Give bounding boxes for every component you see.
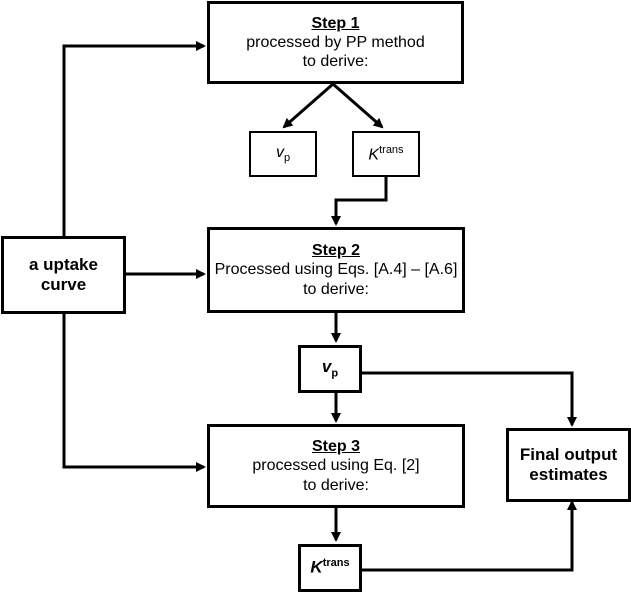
ktrans-bottom-label: Ktrans <box>310 557 349 578</box>
step1-line1: processed by PP method <box>246 33 425 51</box>
vp-mid-label: vp <box>322 357 338 381</box>
output-line2: estimates <box>529 465 608 484</box>
ktrans-top-box: Ktrans <box>352 131 420 177</box>
ktrans-top-label: Ktrans <box>368 144 403 165</box>
arrow-input-to-step1 <box>62 41 206 238</box>
step2-box: Step 2 Processed using Eqs. [A.4] – [A.6… <box>207 227 465 313</box>
input-line1: a uptake <box>29 254 98 274</box>
vp-top-subscript: p <box>283 152 291 164</box>
step2-line1: Processed using Eqs. [A.4] – [A.6] <box>214 261 458 279</box>
vp-mid-box: vp <box>298 345 362 393</box>
step3-title: Step 3 <box>311 438 360 456</box>
ktrans-bottom-symbol: K <box>310 558 323 578</box>
ktrans-top-superscript: trans <box>379 143 404 156</box>
arrow-input-to-step3 <box>62 312 206 472</box>
arrow-step1-to-vp <box>282 82 334 129</box>
ktrans-top-symbol: K <box>368 146 380 164</box>
ktrans-bottom-superscript: trans <box>322 557 350 570</box>
step2-title: Step 2 <box>311 242 360 260</box>
ktrans-bottom-box: Ktrans <box>298 544 362 592</box>
arrow-vp-to-output <box>362 371 577 427</box>
vp-mid-symbol: v <box>321 357 332 377</box>
arrow-ktrans-to-output <box>362 500 577 572</box>
step1-title: Step 1 <box>311 14 360 32</box>
step3-line1: processed using Eq. [2] <box>252 457 420 475</box>
output-box: Final output estimates <box>506 428 631 502</box>
arrow-ktrans-to-step2 <box>331 177 388 226</box>
output-line1: Final output <box>519 444 618 464</box>
vp-top-label: vp <box>276 143 290 165</box>
step3-box: Step 3 processed using Eq. [2] to derive… <box>207 424 465 508</box>
step3-line2: to derive: <box>303 476 369 494</box>
step2-line2: to derive: <box>303 280 369 298</box>
input-line2: curve <box>40 275 87 294</box>
vp-mid-subscript: p <box>331 367 339 380</box>
input-box: a uptake curve <box>1 236 126 314</box>
vp-top-box: vp <box>249 131 317 177</box>
step1-line2: to derive: <box>302 53 369 71</box>
arrow-step1-to-ktrans <box>332 82 384 129</box>
vp-top-symbol: v <box>275 143 284 161</box>
step1-box: Step 1 processed by PP method to derive: <box>207 1 464 84</box>
